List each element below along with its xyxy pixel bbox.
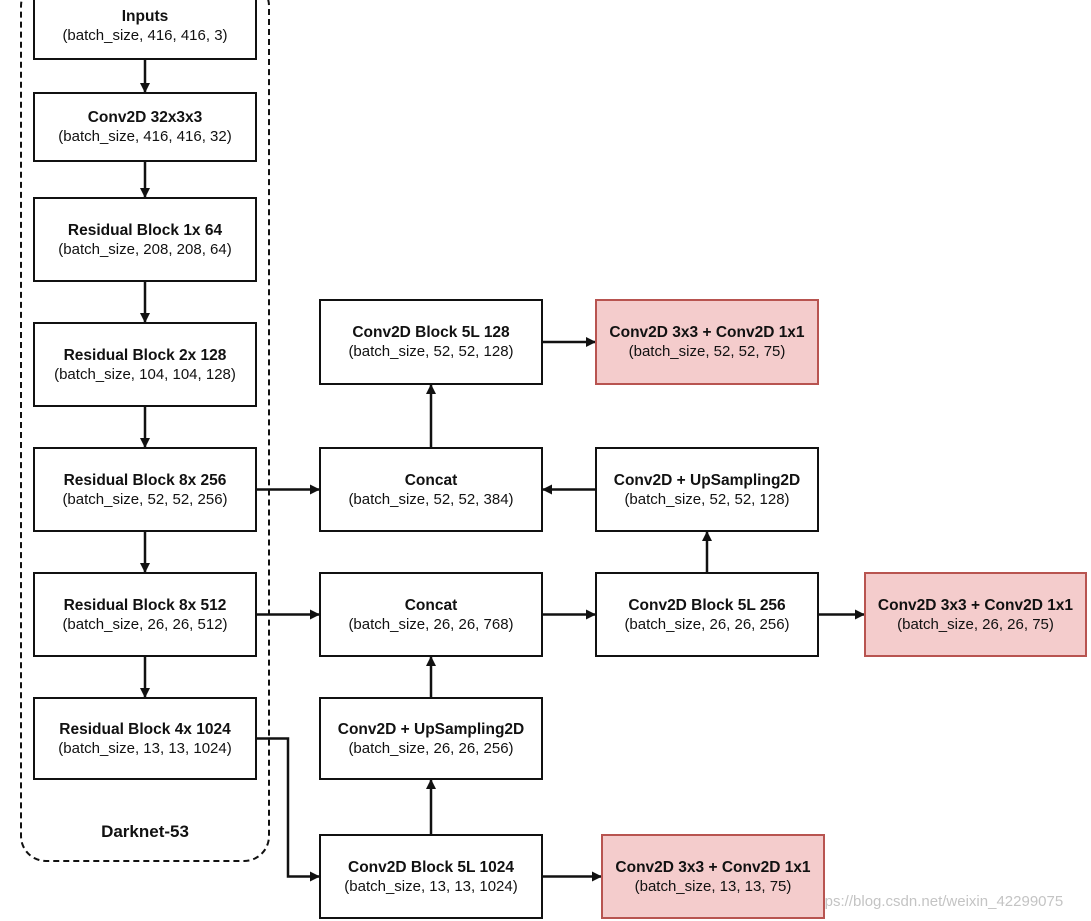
node-conv5l-128: Conv2D Block 5L 128 (batch_size, 52, 52, … <box>319 299 543 385</box>
node-title: Residual Block 4x 1024 <box>59 720 231 738</box>
node-shape: (batch_size, 26, 26, 256) <box>624 615 790 633</box>
node-out-52: Conv2D 3x3 + Conv2D 1x1 (batch_size, 52, … <box>595 299 819 385</box>
node-res-8x-512: Residual Block 8x 512(batch_size, 26, 26… <box>33 572 257 657</box>
node-title: Inputs <box>121 8 169 25</box>
node-shape: (batch_size, 26, 26, 75) <box>897 615 1054 633</box>
node-title: Conv2D 3x3 + Conv2D 1x1 <box>615 858 811 876</box>
node-up-256: Conv2D + UpSampling2D(batch_size, 26, 26… <box>319 697 543 780</box>
node-title: Residual Block 2x 128 <box>63 346 227 364</box>
watermark: https://blog.csdn.net/weixin_42299075 <box>808 893 1064 910</box>
darknet-53-group <box>20 0 270 862</box>
node-title: Concat <box>404 471 458 489</box>
node-out-13: Conv2D 3x3 + Conv2D 1x1(batch_size, 13, … <box>601 834 825 919</box>
node-shape: (batch_size, 13, 13, 1024) <box>344 877 518 895</box>
node-inputs: Inputs (batch_size, 416, 416, 3) <box>33 0 257 60</box>
darknet-53-label: Darknet-53 <box>101 822 189 841</box>
node-out-26: Conv2D 3x3 + Conv2D 1x1(batch_size, 26, … <box>864 572 1087 657</box>
node-shape: (batch_size, 416, 416, 32) <box>58 128 232 145</box>
node-shape: (batch_size, 52, 52, 128) <box>348 343 514 360</box>
node-shape: (batch_size, 13, 13, 1024) <box>58 739 232 757</box>
node-title: Conv2D Block 5L 256 <box>628 596 786 614</box>
node-concat-384: Concat(batch_size, 52, 52, 384) <box>319 447 543 532</box>
node-up-128: Conv2D + UpSampling2D(batch_size, 52, 52… <box>595 447 819 532</box>
node-conv2d-32: Conv2D 32x3x3 (batch_size, 416, 416, 32) <box>33 92 257 162</box>
node-shape: (batch_size, 52, 52, 128) <box>624 490 790 508</box>
node-title: Conv2D 3x3 + Conv2D 1x1 <box>609 324 805 341</box>
node-title: Conv2D Block 5L 1024 <box>348 858 514 876</box>
node-res-1x-64: Residual Block 1x 64(batch_size, 208, 20… <box>33 197 257 282</box>
edge-res-4x-1024-to-conv5l-1024 <box>257 737 320 882</box>
node-concat-768: Concat(batch_size, 26, 26, 768) <box>319 572 543 657</box>
node-title: Conv2D + UpSampling2D <box>337 720 525 738</box>
node-title: Conv2D 3x3 + Conv2D 1x1 <box>877 596 1074 614</box>
node-res-2x-128: Residual Block 2x 128(batch_size, 104, 1… <box>33 322 257 407</box>
node-conv5l-256: Conv2D Block 5L 256(batch_size, 26, 26, … <box>595 572 819 657</box>
node-conv5l-1024: Conv2D Block 5L 1024(batch_size, 13, 13,… <box>319 834 543 919</box>
node-title: Residual Block 8x 256 <box>63 471 227 489</box>
node-shape: (batch_size, 52, 52, 256) <box>62 490 228 508</box>
node-title: Residual Block 8x 512 <box>63 596 227 614</box>
node-title: Conv2D 32x3x3 <box>87 109 203 126</box>
node-shape: (batch_size, 52, 52, 384) <box>348 490 514 508</box>
node-shape: (batch_size, 26, 26, 768) <box>348 615 514 633</box>
node-res-8x-256: Residual Block 8x 256(batch_size, 52, 52… <box>33 447 257 532</box>
node-shape: (batch_size, 26, 26, 256) <box>348 739 514 757</box>
node-shape: (batch_size, 104, 104, 128) <box>54 365 236 383</box>
node-shape: (batch_size, 416, 416, 3) <box>62 27 228 44</box>
node-shape: (batch_size, 13, 13, 75) <box>634 877 792 895</box>
node-res-4x-1024: Residual Block 4x 1024(batch_size, 13, 1… <box>33 697 257 780</box>
node-title: Conv2D + UpSampling2D <box>613 471 801 489</box>
node-shape: (batch_size, 52, 52, 75) <box>628 343 786 360</box>
node-title: Conv2D Block 5L 128 <box>352 324 510 341</box>
node-title: Residual Block 1x 64 <box>67 221 223 239</box>
node-shape: (batch_size, 208, 208, 64) <box>58 240 232 258</box>
node-shape: (batch_size, 26, 26, 512) <box>62 615 228 633</box>
node-title: Concat <box>404 596 458 614</box>
